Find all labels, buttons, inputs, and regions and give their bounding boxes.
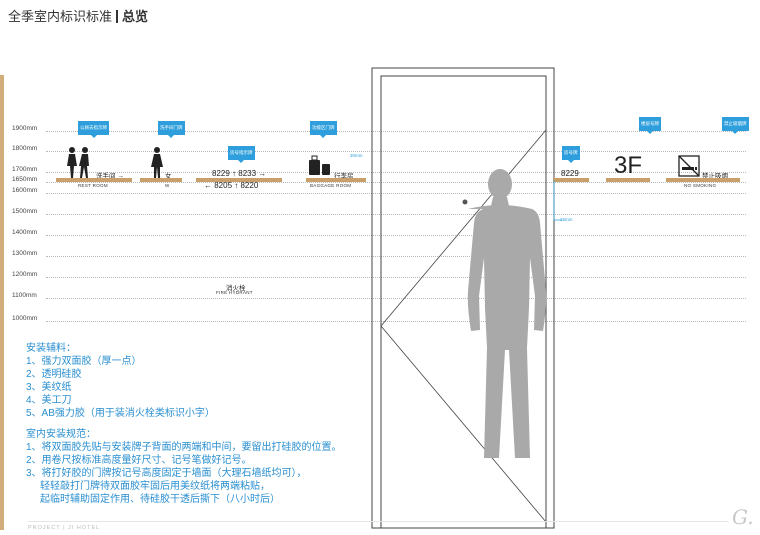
height-line	[46, 321, 746, 322]
restroom-sign-en: REST ROOM	[78, 183, 108, 188]
no-smoking-plate	[666, 178, 740, 182]
section-title: 总览	[122, 9, 149, 24]
material-item: 5、AB强力胶（用于装消火栓类标识小字）	[26, 408, 215, 419]
height-line	[46, 131, 746, 132]
hydrant-label-cn: 消火栓	[226, 285, 246, 292]
restroom-sign-cn: 洗手间	[96, 173, 116, 180]
dimension-15mm-bracket	[553, 180, 562, 221]
height-line	[46, 182, 746, 183]
toilet-sign-callout: 洗手间门牌	[158, 121, 185, 138]
restroom-sign-plate	[56, 178, 132, 182]
height-label: 1300mm	[12, 250, 38, 257]
no-smoking-callout: 禁止吸烟牌	[722, 117, 749, 134]
rule-item: 1、将双面胶先贴与安装牌子背面的两端和中间，要留出打硅胶的位置。	[26, 442, 342, 453]
rule-item: 2、用卷尺按标准高度量好尺寸、记号笔做好记号。	[26, 455, 252, 466]
baggage-sign-cn: 行李房	[334, 173, 354, 180]
height-label: 1900mm	[12, 125, 38, 132]
material-item: 4、美工刀	[26, 395, 72, 406]
room-number-plate	[553, 178, 589, 182]
floor-number-callout: 楼层号牌	[639, 117, 661, 134]
height-label: 1650mm	[12, 176, 38, 183]
document-title: 全季室内标识标准	[8, 9, 113, 24]
baggage-sign-en: BAGGAGE ROOM	[310, 183, 352, 188]
person-silhouette-icon	[467, 169, 547, 458]
material-item: 1、强力双面胶（厚一点）	[26, 356, 142, 367]
height-label: 1800mm	[12, 145, 38, 152]
rules-title: 室内安装规范：	[26, 429, 96, 440]
room-direction-line2: ← 8205 ↑ 8220	[204, 181, 259, 190]
footer-project-label: PROJECT | JI HOTEL	[28, 525, 101, 531]
footer-divider	[28, 521, 728, 522]
door-knob	[462, 199, 468, 205]
height-label: 1200mm	[12, 271, 38, 278]
materials-title: 安装辅料：	[26, 343, 76, 354]
baggage-sign-callout: 功能区门牌	[310, 121, 337, 138]
hydrant-label-en: FIRE HYDRANT	[216, 290, 253, 295]
material-item: 2、透明硅胶	[26, 369, 82, 380]
height-line	[46, 193, 746, 194]
arrow-right-icon: →	[117, 173, 124, 180]
restroom-sign-label: 洗手间 →	[96, 170, 124, 180]
height-label: 1700mm	[12, 166, 38, 173]
luggage-icon	[309, 155, 330, 175]
left-accent-strip	[0, 75, 4, 530]
floor-number: 3F	[614, 152, 643, 179]
no-smoking-icon	[678, 155, 700, 177]
no-smoking-cn: 禁止吸烟	[702, 173, 728, 180]
height-line	[46, 235, 746, 236]
room-direction-plate	[196, 178, 282, 182]
floor-number-plate	[606, 178, 650, 182]
room-direction-callout: 房号指示牌	[228, 146, 255, 163]
baggage-sign-plate	[306, 178, 366, 182]
brand-logo: G.	[732, 505, 754, 529]
room-number-callout: 房号牌	[562, 146, 580, 163]
restroom-sign-callout: 公厕去指示牌	[78, 121, 109, 138]
rule-item-continued: 轻轻敲打门牌待双面胶牢固后用美纹纸将两端粘贴，	[40, 481, 270, 492]
woman-icon	[151, 147, 163, 178]
title-divider	[116, 10, 119, 23]
no-smoking-en: NO SMOKING	[684, 183, 717, 188]
toilet-sign-plate	[140, 178, 182, 182]
height-line	[46, 151, 746, 152]
height-label: 1600mm	[12, 187, 38, 194]
height-line	[46, 214, 746, 215]
height-label: 1000mm	[12, 315, 38, 322]
room-direction-line1: 8229 ↑ 8233 →	[212, 169, 267, 178]
toilet-sign-cn: 女	[165, 173, 172, 180]
height-line	[46, 277, 746, 278]
people-icon	[67, 147, 89, 178]
height-line	[46, 298, 746, 299]
height-line	[46, 256, 746, 257]
toilet-sign-en: W	[165, 183, 170, 188]
rule-item: 3、将打好胶的门牌按记号高度固定于墙面（大理石墙纸均可），	[26, 468, 307, 479]
rule-item-continued: 起临时辅助固定作用、待硅胶干透后撕下（八小时后）	[40, 494, 280, 505]
room-number: 8229	[561, 169, 579, 178]
height-label: 1400mm	[12, 229, 38, 236]
height-label: 1100mm	[12, 292, 37, 299]
dimension-30mm: 30mm	[350, 153, 363, 158]
height-label: 1500mm	[12, 208, 38, 215]
page-title: 全季室内标识标准总览	[8, 6, 148, 25]
material-item: 3、美纹纸	[26, 382, 72, 393]
dimension-15mm: 15mm	[560, 217, 573, 222]
installation-instructions: 安装辅料： 1、强力双面胶（厚一点） 2、透明硅胶 3、美纹纸 4、美工刀 5、…	[26, 342, 342, 506]
door-diagram	[371, 67, 555, 529]
height-line	[46, 172, 746, 173]
